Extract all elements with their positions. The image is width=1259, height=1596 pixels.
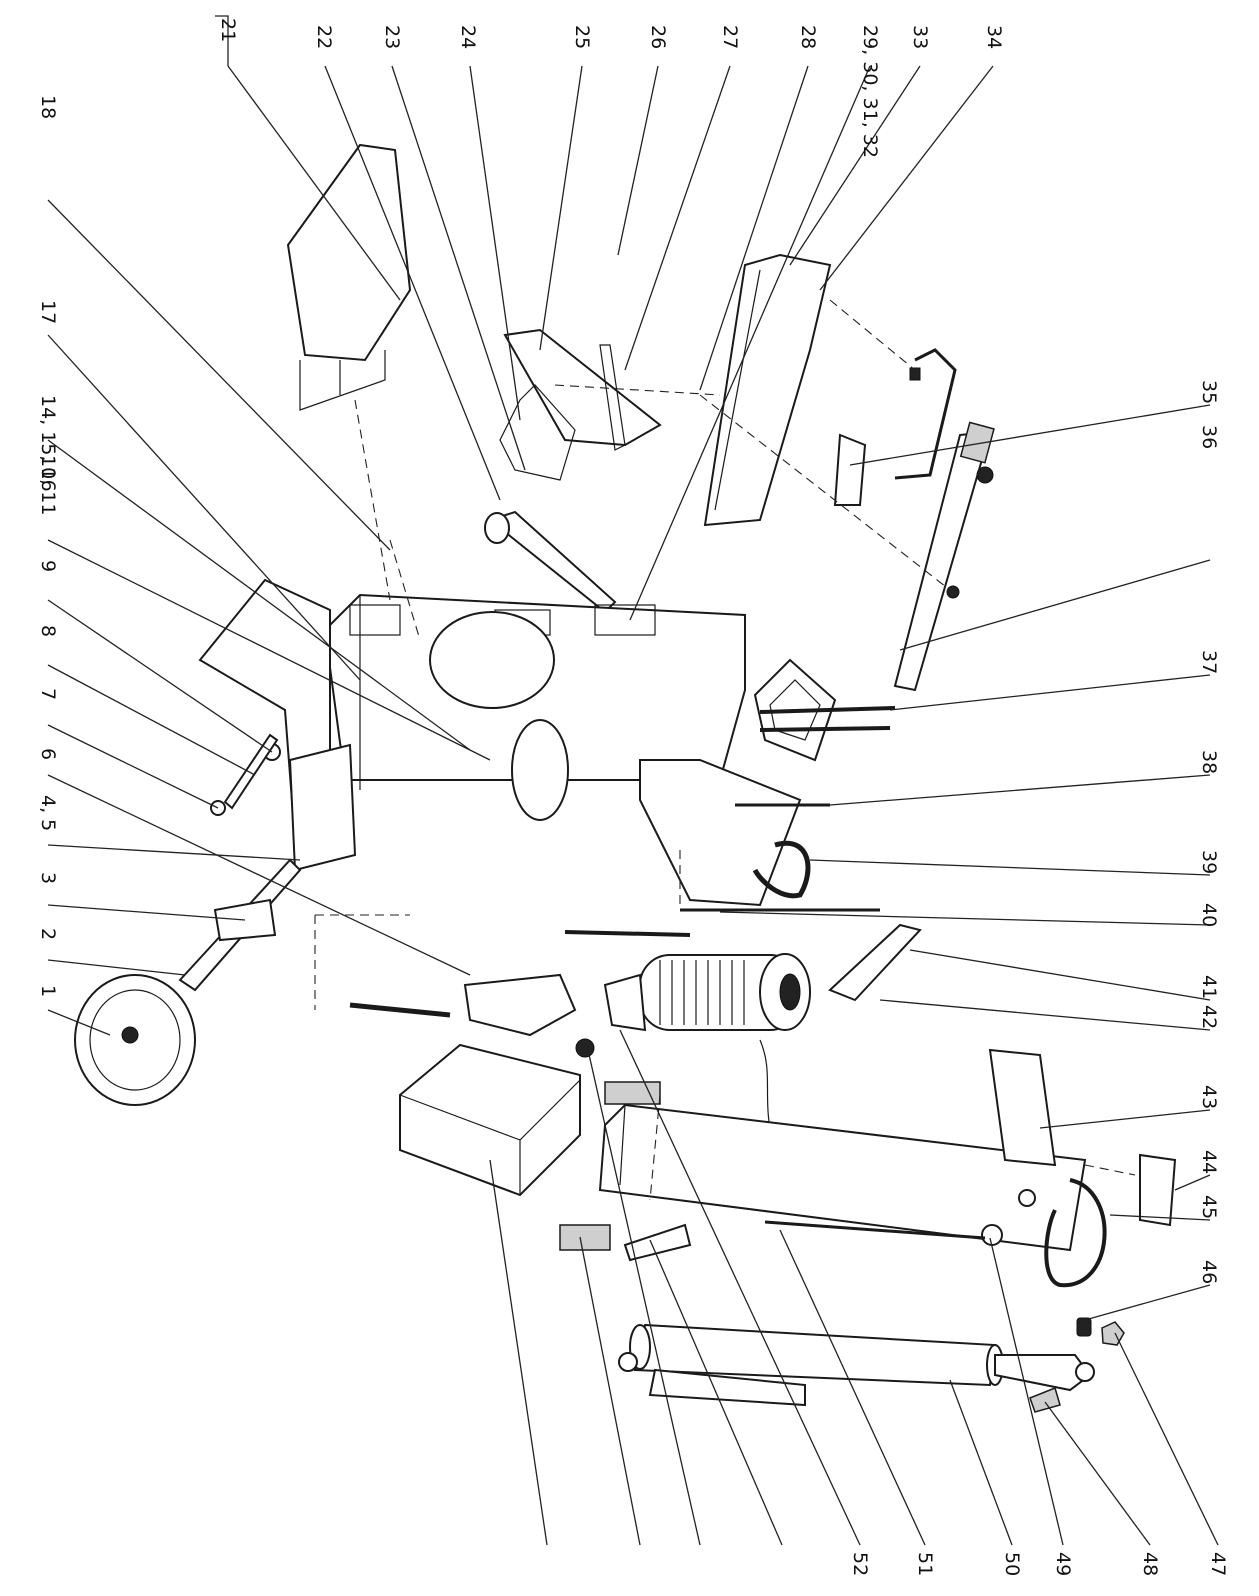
callout-14-15-16: 18: [37, 95, 59, 119]
part-39-base-beam: [559, 1048, 1177, 1288]
callout-17: 21: [217, 18, 239, 42]
callout-13: 17: [37, 300, 59, 324]
hydraulic-valve-block: [349, 973, 595, 1058]
callout-47: 51: [914, 1552, 936, 1576]
part-36-u-handle: [752, 840, 811, 899]
part-27-wire-bracket: [894, 348, 957, 480]
part-18-lever: [484, 510, 617, 614]
callout-8: 8: [37, 625, 59, 637]
callout-36: 40: [1198, 903, 1220, 927]
callout-labels: 21 22 23 24 25 26 27 28 29, 30, 31, 32 3…: [37, 18, 1229, 1576]
callout-25: 29, 30, 31, 32: [859, 25, 881, 158]
part-34-pins: [735, 706, 896, 807]
callout-35: 39: [1198, 850, 1220, 874]
callout-6: 6: [37, 748, 59, 760]
callout-29-32: 36: [1198, 425, 1220, 449]
callout-44: 48: [1139, 1552, 1161, 1576]
callout-39: 43: [1198, 1085, 1220, 1109]
callout-26: 33: [909, 25, 931, 49]
callout-38: 42: [1198, 1005, 1220, 1029]
callout-34: 38: [1198, 750, 1220, 774]
part-38-electric-motor: [603, 953, 811, 1171]
callout-10-11: 10, 11: [37, 455, 59, 515]
parts-drawing: [74, 143, 1177, 1413]
callout-28: 35: [1198, 380, 1220, 404]
callout-24: 28: [797, 25, 819, 49]
callout-3: 3: [37, 872, 59, 884]
part-21-guard-plate: [499, 328, 662, 481]
part-17-cover-plate: [286, 143, 412, 411]
part-29-32-handle: [893, 421, 995, 692]
callout-40: 44: [1198, 1150, 1220, 1174]
part-26-support-rail: [703, 253, 832, 527]
callout-7: 7: [37, 688, 59, 700]
callout-48: 52: [849, 1552, 871, 1576]
callout-21: 25: [571, 25, 593, 49]
callout-33: 37: [1198, 650, 1220, 674]
callout-18: 22: [313, 25, 335, 49]
assembly-dashed-lines: [314, 299, 1136, 1201]
callout-45: 49: [1052, 1552, 1074, 1576]
callout-23: 27: [719, 25, 741, 49]
part-7-9-bushings: [210, 733, 281, 816]
callout-41: 45: [1198, 1195, 1220, 1219]
callout-19: 23: [381, 25, 403, 49]
callout-22: 26: [647, 25, 669, 49]
callout-27: 34: [983, 25, 1005, 49]
callout-42: 46: [1198, 1260, 1220, 1284]
callout-2: 2: [37, 928, 59, 940]
rear-wheel: [429, 611, 569, 821]
callout-leader-lines: [47, 15, 1219, 1546]
callout-20: 24: [457, 25, 479, 49]
callout-43: 47: [1207, 1552, 1229, 1576]
callout-12: 14, 15, 16: [37, 395, 59, 492]
callout-4-5: 4, 5: [37, 795, 59, 831]
callout-37: 41: [1198, 975, 1220, 999]
part-52-motor-cover: [399, 1043, 581, 1197]
part-46-hydraulic-cylinder: [618, 1323, 1095, 1407]
part-28-small-bracket: [833, 433, 867, 506]
part-37-link-plate: [564, 908, 922, 1002]
part-1-front-wheel: [74, 858, 302, 1106]
callout-9: 9: [37, 560, 59, 572]
callout-1: 1: [37, 985, 59, 997]
callout-46: 50: [1001, 1552, 1023, 1576]
